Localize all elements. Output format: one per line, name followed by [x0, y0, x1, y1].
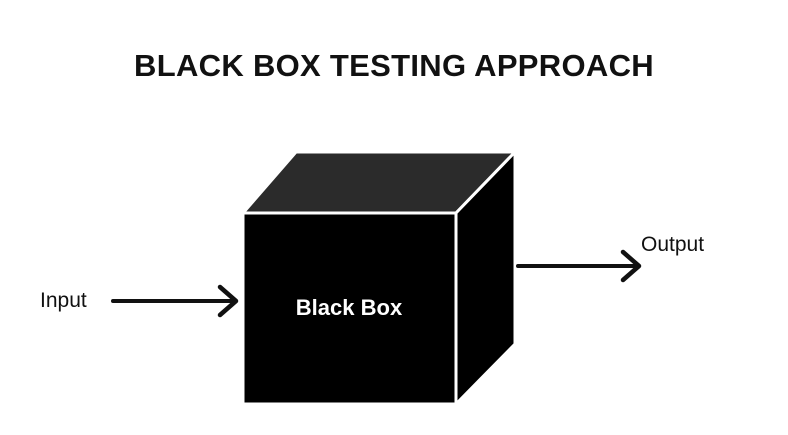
- output-arrow: [516, 249, 642, 283]
- diagram-title: BLACK BOX TESTING APPROACH: [134, 48, 654, 83]
- output-label: Output: [641, 233, 704, 256]
- input-arrow: [111, 284, 239, 318]
- cube-front-face: [241, 211, 458, 406]
- box-label: Black Box: [296, 295, 403, 320]
- input-label: Input: [40, 289, 87, 312]
